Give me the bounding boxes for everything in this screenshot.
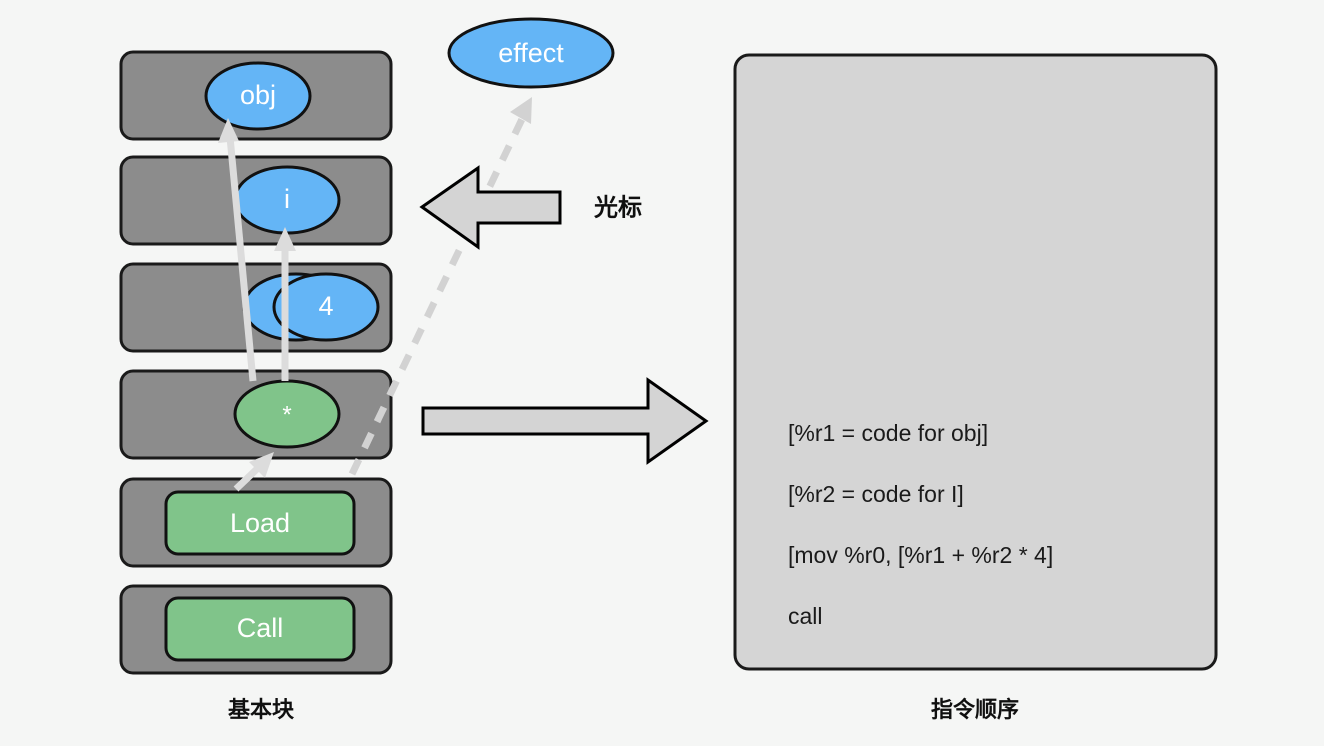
effect-ellipse[interactable]	[447, 17, 615, 89]
edge-star-to-obj-head	[218, 118, 239, 143]
edge-to-effect	[348, 97, 532, 476]
code-line-3: [mov %r0, [%r1 + %r2 * 4]	[788, 542, 1053, 568]
block-obj[interactable]: obj	[119, 50, 393, 141]
code-line-2: [%r2 = code for I]	[788, 481, 964, 507]
block-i[interactable]: i	[119, 155, 393, 246]
basic-block-column: obj i 4 *	[119, 50, 393, 675]
load-label: Load	[230, 508, 290, 538]
instruction-order-caption: 指令顺序	[931, 697, 1019, 722]
block-star[interactable]: *	[119, 369, 393, 460]
cursor-label: 光标	[593, 194, 642, 221]
edge-load-to-star-head	[249, 452, 274, 478]
effect-node[interactable]: effect	[447, 17, 615, 89]
effect-label: effect	[498, 38, 564, 68]
transform-arrow	[421, 377, 709, 465]
call-inner[interactable]	[164, 596, 356, 662]
cursor-arrow-shape	[419, 165, 562, 250]
instruction-panel[interactable]: [%r1 = code for obj] [%r2 = code for I] …	[733, 53, 1218, 671]
obj-ellipse[interactable]	[204, 61, 312, 131]
cursor-arrow	[419, 165, 562, 250]
edge-star-to-obj	[218, 118, 257, 382]
edge-star-to-i	[274, 227, 296, 381]
edge-to-effect-head	[510, 97, 532, 124]
obj-label: obj	[240, 80, 276, 110]
basic-block-caption: 基本块	[228, 697, 295, 722]
block-load[interactable]: Load	[119, 477, 393, 568]
code-line-1: [%r1 = code for obj]	[788, 420, 988, 446]
four-ellipse[interactable]	[272, 272, 380, 342]
dependency-edges	[218, 118, 296, 492]
transform-arrow-shape	[421, 377, 709, 465]
edge-load-to-star	[233, 452, 274, 492]
instruction-panel-frame	[733, 53, 1218, 671]
call-label: Call	[237, 613, 284, 643]
four-label: 4	[318, 291, 333, 321]
i-label: i	[284, 184, 290, 214]
star-label: *	[282, 401, 291, 428]
edge-star-to-i-head	[274, 227, 296, 251]
code-line-4: call	[788, 603, 823, 629]
block-call[interactable]: Call	[119, 584, 393, 675]
block-4[interactable]: 4	[119, 262, 393, 353]
load-inner[interactable]	[164, 490, 356, 556]
